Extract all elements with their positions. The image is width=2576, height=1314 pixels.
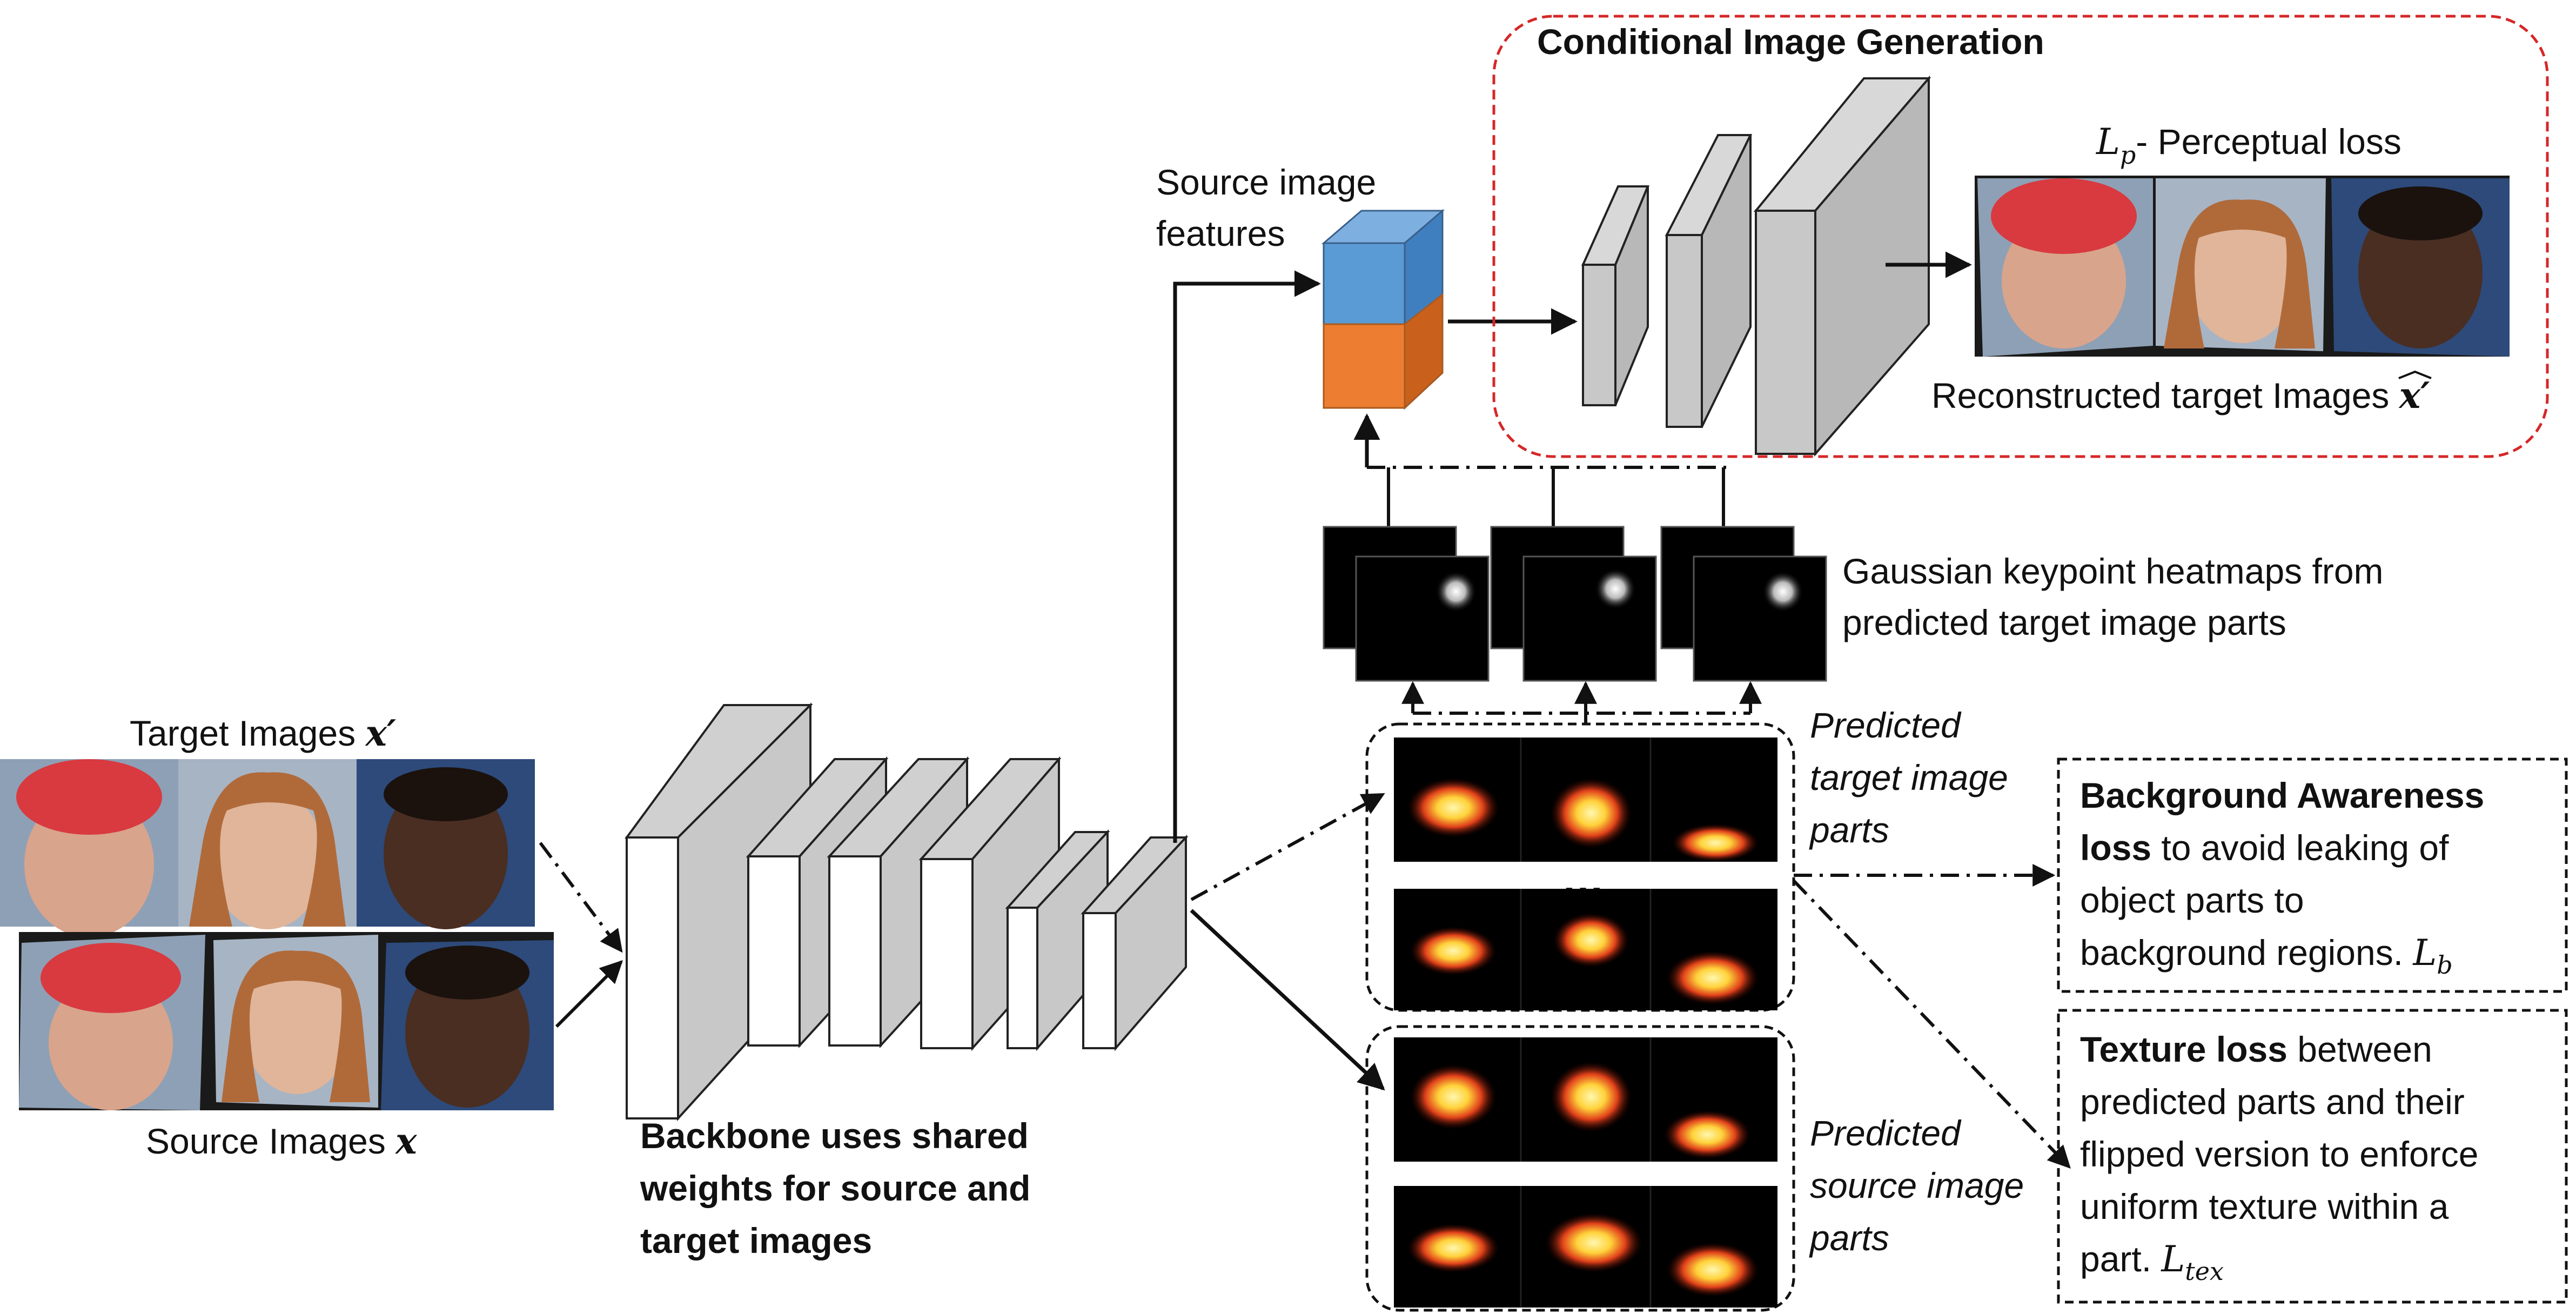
source-to-backbone-arrow	[555, 960, 623, 1028]
source-parts-row-2	[1394, 1186, 1777, 1308]
tex-loss-line5: part. Ltex	[2080, 1238, 2224, 1286]
pred-target-label-line1: Predicted	[1810, 705, 1962, 745]
target-face-1	[0, 759, 178, 937]
predicted-source-parts-frame	[1365, 1025, 1795, 1312]
predicted-target-parts-label: Predicted target image parts	[1809, 705, 2008, 850]
heatmaps-label-line1: Gaussian keypoint heatmaps from	[1842, 551, 2384, 591]
source-features-label-line2: features	[1156, 213, 1285, 253]
pred-source-label-line2: source image	[1810, 1165, 2024, 1205]
target-parts-row-1	[1394, 738, 1777, 862]
feature-cube-bottom-block	[1323, 323, 1406, 409]
texture-loss-text: Texture loss between predicted parts and…	[2080, 1029, 2478, 1286]
reconstructed-face-2	[2156, 178, 2326, 351]
bg-awareness-loss-box	[2057, 757, 2568, 993]
gaussian-heatmap-3	[1660, 526, 1827, 682]
target-face-2	[178, 759, 357, 929]
tex-loss-line4: uniform texture within a	[2080, 1186, 2449, 1226]
source-face-3	[381, 940, 554, 1110]
bg-loss-line1: Background Awareness	[2080, 775, 2484, 815]
feature-cube-top-block	[1323, 242, 1406, 325]
backbone-to-features-arrow	[1173, 270, 1321, 843]
pred-target-label-line2: target image	[1810, 757, 2008, 797]
backbone-to-target-parts-arrow	[1190, 793, 1385, 901]
source-images-label: Source Images x	[146, 1120, 417, 1162]
pred-source-label-line3: parts	[1809, 1218, 1889, 1258]
source-face-2	[213, 935, 378, 1108]
source-parts-row-1	[1394, 1037, 1777, 1162]
generator-network	[1581, 75, 1931, 457]
target-face-3	[357, 759, 535, 929]
tex-loss-line1: Texture loss between	[2080, 1029, 2432, 1069]
gaussian-heatmap-1	[1323, 526, 1490, 682]
target-parts-row-2	[1394, 889, 1777, 1010]
cig-frame	[1492, 15, 2549, 458]
perceptual-loss-label: Lp- Perceptual loss	[2096, 121, 2401, 170]
backbone-caption-line3: target images	[640, 1221, 872, 1261]
bg-loss-line2: loss to avoid leaking of	[2080, 828, 2449, 868]
reconstructed-face-1	[1977, 178, 2153, 357]
predicted-source-parts-label: Predicted source image parts	[1809, 1113, 2024, 1258]
tex-loss-line3: flipped version to enforce	[2080, 1134, 2478, 1174]
pred-target-label-line3: parts	[1809, 810, 1889, 850]
pred-source-label-line1: Predicted	[1810, 1113, 1962, 1153]
heatmaps-label-line2: predicted target image parts	[1842, 602, 2286, 642]
cig-title: Conditional Image Generation	[1537, 22, 2044, 62]
source-features-label-line1: Source image	[1156, 162, 1376, 202]
reconstructed-face-strip	[1975, 176, 2510, 357]
predicted-target-parts-frame	[1365, 722, 1795, 1012]
reconstructed-face-3	[2331, 178, 2510, 357]
parts-to-texture-loss-arrow	[1792, 879, 2071, 1169]
texture-loss-box	[2057, 1009, 2568, 1304]
backbone-caption: Backbone uses shared weights for source …	[640, 1116, 1030, 1261]
target-face-strip	[0, 759, 535, 937]
source-face-1	[19, 935, 205, 1110]
source-features-cube	[1321, 209, 1445, 410]
source-face-strip	[19, 932, 554, 1110]
target-images-label: Target Images x′	[130, 712, 396, 754]
backbone-caption-line1: Backbone uses shared	[640, 1116, 1029, 1156]
backbone-network	[625, 702, 1189, 1122]
backbone-caption-line2: weights for source and	[640, 1168, 1030, 1208]
hat-accent-mark	[2398, 370, 2432, 379]
bg-loss-line3: object parts to	[2080, 880, 2304, 920]
target-to-backbone-arrow	[539, 842, 623, 953]
bg-loss-line4: background regions. Lb	[2080, 932, 2453, 980]
gaussian-heatmap-2	[1490, 526, 1657, 682]
bg-awareness-loss-text: Background Awareness loss to avoid leaki…	[2080, 775, 2484, 980]
backbone-to-source-parts-arrow	[1190, 909, 1385, 1091]
reconstructed-label: Reconstructed target Images x′	[1931, 374, 2430, 417]
tex-loss-line2: predicted parts and their	[2080, 1082, 2465, 1122]
